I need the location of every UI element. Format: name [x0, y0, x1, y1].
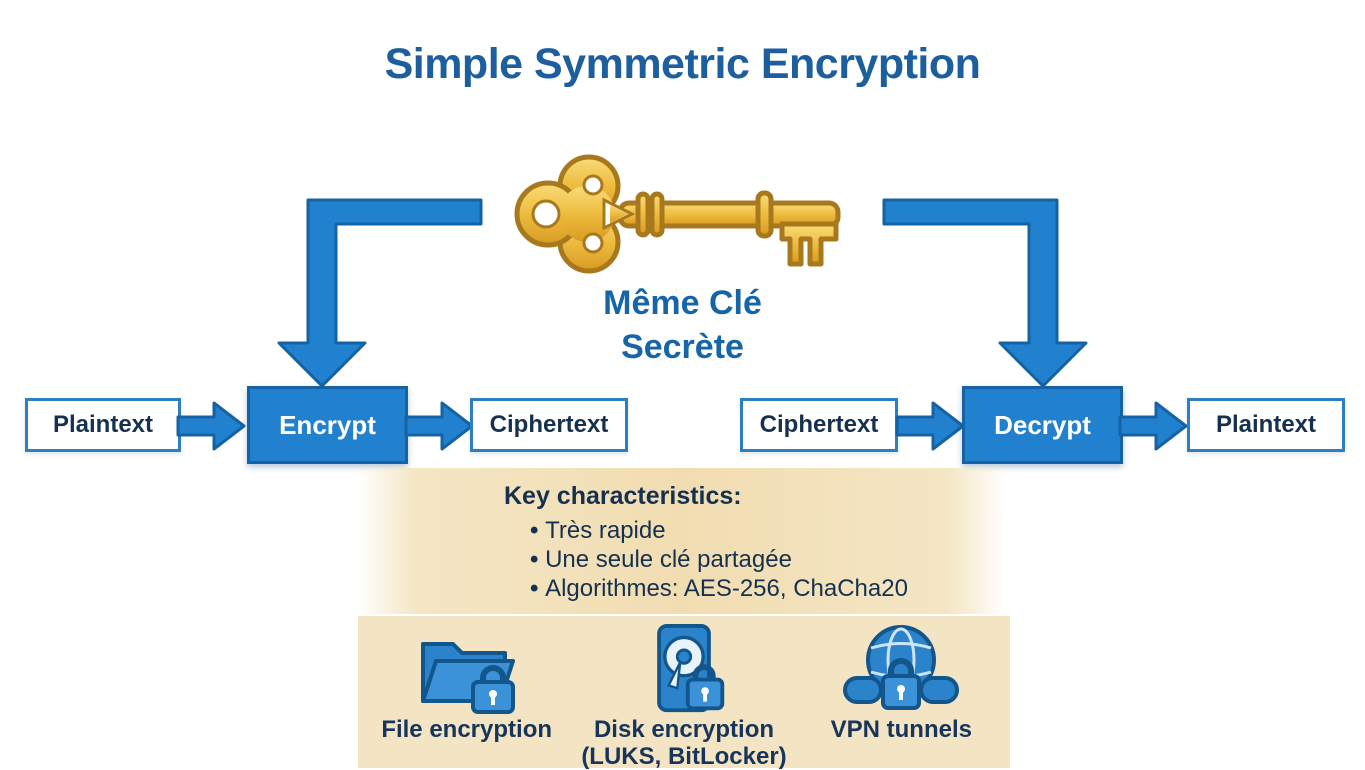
use-cases-panel: File encryption Disk encryption (LUKS, B… — [358, 616, 1010, 770]
use-case-sublabel: (LUKS, BitLocker) — [581, 743, 787, 770]
arrow-encrypt-to-ciphertext — [404, 401, 474, 451]
ciphertext-box-right: Ciphertext — [740, 398, 898, 452]
arrow-ciphertext-to-decrypt — [895, 401, 965, 451]
characteristics-list: Très rapide Une seule clé partagée Algor… — [504, 516, 1006, 603]
characteristic-item: Très rapide — [530, 516, 1006, 545]
characteristics-heading: Key characteristics: — [504, 482, 742, 510]
key-caption-line1: Même Clé — [603, 284, 762, 322]
key-characteristics-panel: Key characteristics: Très rapide Une seu… — [358, 468, 1006, 614]
plaintext-box-left: Plaintext — [25, 398, 181, 452]
use-case-disk-encryption: Disk encryption (LUKS, BitLocker) — [575, 616, 792, 770]
ciphertext-box-left: Ciphertext — [470, 398, 628, 452]
characteristic-item: Une seule clé partagée — [530, 545, 1006, 574]
use-case-label: VPN tunnels — [830, 716, 972, 743]
key-caption: Même Clé Secrète — [0, 281, 1365, 369]
key-caption-line2: Secrète — [621, 328, 744, 366]
plaintext-box-right: Plaintext — [1187, 398, 1345, 452]
arrow-plaintext-to-encrypt — [176, 401, 246, 451]
use-case-vpn-tunnels: VPN tunnels — [793, 616, 1010, 768]
globe-lock-icon — [843, 624, 960, 716]
golden-key-icon — [514, 154, 841, 274]
page-title: Simple Symmetric Encryption — [384, 40, 981, 88]
encrypt-box: Encrypt — [247, 386, 408, 464]
arrow-decrypt-to-plaintext — [1118, 401, 1188, 451]
folder-lock-icon — [415, 624, 519, 716]
characteristic-item: Algorithmes: AES-256, ChaCha20 — [530, 574, 1006, 603]
decrypt-box: Decrypt — [962, 386, 1123, 464]
disk-lock-icon — [632, 624, 736, 716]
use-case-label: Disk encryption — [593, 716, 775, 743]
use-case-label: File encryption — [381, 716, 553, 743]
use-case-file-encryption: File encryption — [358, 616, 575, 768]
